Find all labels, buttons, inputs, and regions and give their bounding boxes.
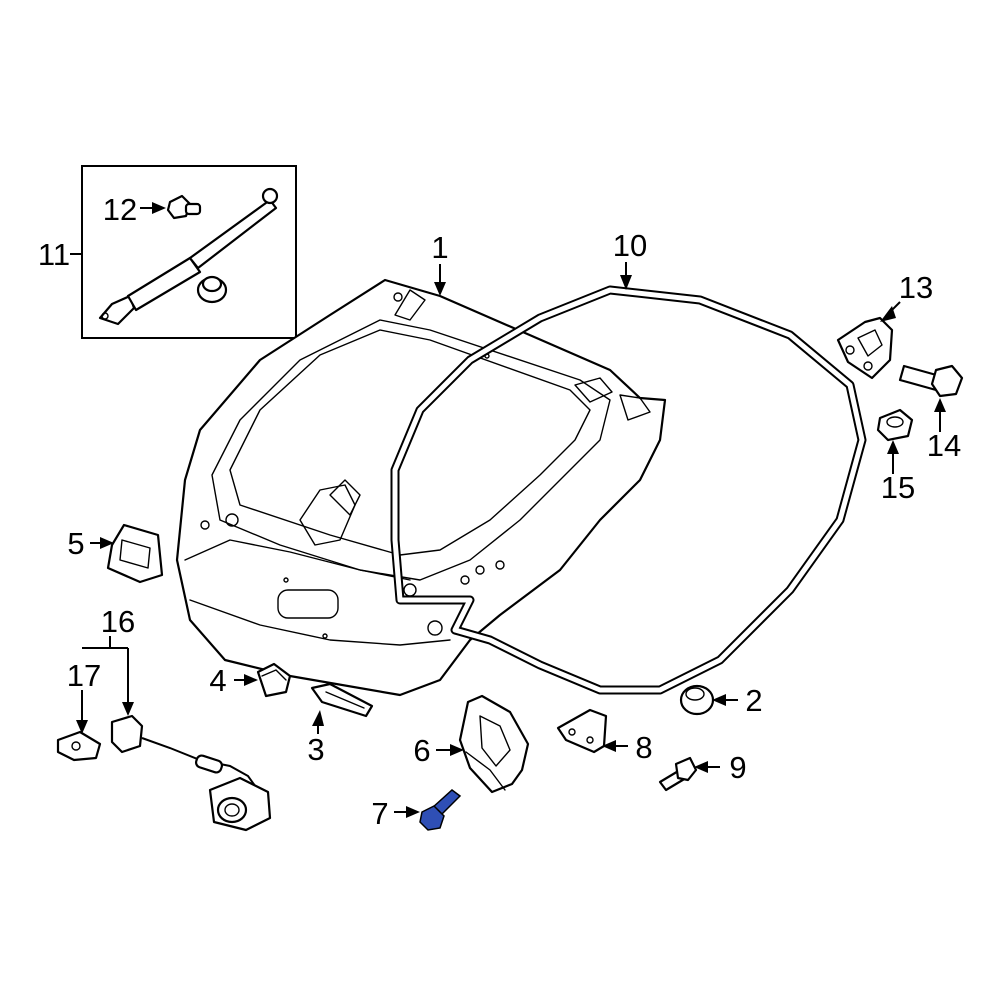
hinge[interactable] bbox=[836, 316, 894, 380]
bumper-2[interactable] bbox=[679, 684, 715, 716]
hinge-bolt[interactable] bbox=[898, 364, 964, 398]
highlighted-bolt-head bbox=[419, 805, 445, 831]
weatherstrip-seal[interactable] bbox=[390, 285, 867, 695]
lift-support-kit-box[interactable] bbox=[81, 165, 297, 339]
liftgate-panel[interactable] bbox=[175, 278, 667, 697]
latch-6[interactable] bbox=[458, 694, 530, 794]
callout-labels: 1 10 13 14 15 5 4 3 2 6 7 8 9 11 12 16 1… bbox=[38, 192, 961, 831]
latch-bolt-7[interactable] bbox=[419, 789, 462, 831]
flange-nut[interactable] bbox=[876, 408, 914, 442]
callout-9: 9 bbox=[729, 750, 746, 785]
bushing[interactable] bbox=[196, 275, 228, 304]
callout-15: 15 bbox=[881, 470, 915, 505]
garnish-5[interactable] bbox=[106, 523, 164, 584]
leader-lines bbox=[70, 202, 946, 818]
callout-16: 16 bbox=[101, 604, 135, 639]
callout-13: 13 bbox=[899, 270, 933, 305]
callout-5: 5 bbox=[67, 526, 84, 561]
callout-10: 10 bbox=[613, 228, 647, 263]
striker-bracket-8[interactable] bbox=[556, 708, 608, 754]
opener-switch-3[interactable] bbox=[310, 682, 374, 718]
callout-14: 14 bbox=[927, 428, 961, 463]
callout-7: 7 bbox=[371, 796, 388, 831]
rear-camera-16[interactable] bbox=[110, 714, 272, 832]
callout-4: 4 bbox=[209, 663, 226, 698]
stud-bolt-12[interactable] bbox=[166, 194, 202, 220]
callout-8: 8 bbox=[635, 730, 652, 765]
callout-1: 1 bbox=[431, 230, 448, 265]
callout-2: 2 bbox=[745, 683, 762, 718]
callout-17: 17 bbox=[67, 658, 101, 693]
callout-3: 3 bbox=[307, 732, 324, 767]
callout-11: 11 bbox=[38, 237, 70, 272]
callout-12: 12 bbox=[103, 192, 137, 227]
callout-6: 6 bbox=[413, 733, 430, 768]
stopper-4[interactable] bbox=[256, 662, 292, 698]
screw-9[interactable] bbox=[658, 756, 698, 792]
clip-17[interactable] bbox=[56, 730, 102, 762]
